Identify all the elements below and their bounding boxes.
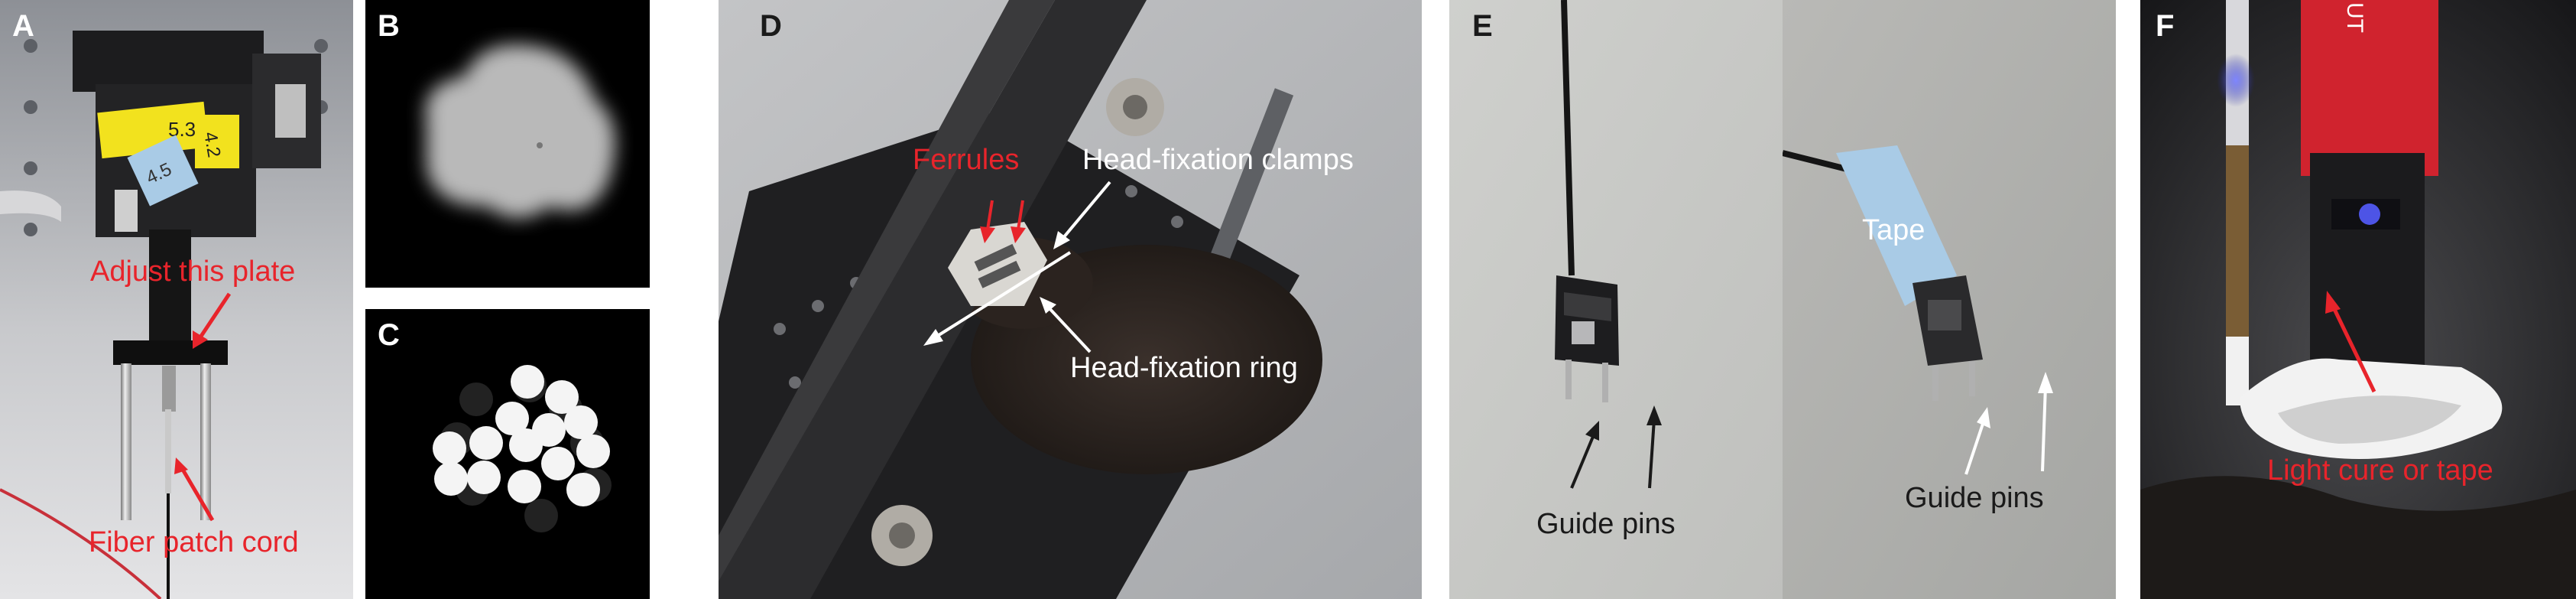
panel-f: F UT Light cure or tape <box>2140 0 2576 599</box>
panel-b-letter: B <box>378 9 400 43</box>
panel-d-letter: D <box>760 9 782 43</box>
label-head-fixation-clamps: Head-fixation clamps <box>1082 144 1354 176</box>
panel-a-letter: A <box>12 9 34 43</box>
label-adjust-plate: Adjust this plate <box>90 256 296 288</box>
label-fiber-patch-cord: Fiber patch cord <box>89 526 299 558</box>
panel-e-right-photo <box>1783 0 2116 599</box>
panel-e-letter: E <box>1472 9 1493 43</box>
panel-a-photo: 5.35 4.2 4.5 <box>0 0 353 599</box>
panel-e-left-photo <box>1449 0 1783 599</box>
sticker-text-2: 4.2 <box>200 130 224 159</box>
tube-text: UT <box>2342 2 2367 33</box>
panel-e-right: Tape Guide pins <box>1783 0 2116 599</box>
panel-a: 5.35 4.2 4.5 A Adjust this plate Fiber p… <box>0 0 353 599</box>
panel-d-photo <box>719 0 1422 599</box>
panel-c-letter: C <box>378 318 400 352</box>
label-guide-pins-right: Guide pins <box>1905 482 2044 514</box>
panel-d: D Ferrules Head-fixation clamps Head-fix… <box>719 0 1422 599</box>
label-ferrules: Ferrules <box>913 144 1020 176</box>
label-head-fixation-ring: Head-fixation ring <box>1070 352 1298 384</box>
panel-c-fiber-bundle <box>365 309 650 599</box>
panel-b: B <box>365 0 650 288</box>
label-light-cure-or-tape: Light cure or tape <box>2267 454 2493 487</box>
panel-f-letter: F <box>2156 9 2175 43</box>
label-tape: Tape <box>1862 214 1926 246</box>
label-guide-pins-left: Guide pins <box>1536 508 1676 540</box>
panel-c: C <box>365 309 650 599</box>
panel-e-left: E Guide pins <box>1449 0 1783 599</box>
panel-f-photo <box>2140 0 2576 599</box>
panel-b-fiber-image <box>365 0 650 288</box>
